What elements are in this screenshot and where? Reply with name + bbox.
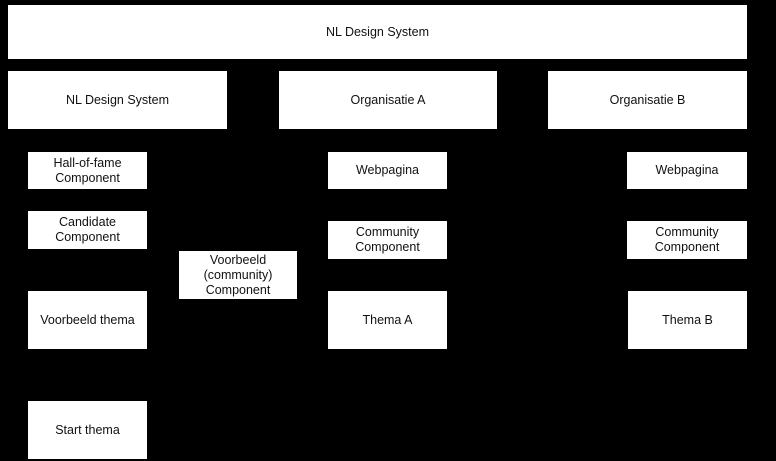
node-organisatie-a: Organisatie A	[279, 71, 497, 129]
node-voorbeeld-thema: Voorbeeld thema	[28, 291, 147, 349]
node-nl-design-system-banner: NL Design System	[8, 5, 747, 59]
node-thema-b: Thema B	[628, 291, 747, 349]
node-candidate-component: Candidate Component	[28, 211, 147, 249]
node-organisatie-b: Organisatie B	[548, 71, 747, 129]
node-community-component-a: Community Component	[328, 221, 447, 259]
node-hall-of-fame-component: Hall-of-fame Component	[28, 152, 147, 189]
node-start-thema: Start thema	[28, 401, 147, 459]
node-webpagina-a: Webpagina	[328, 152, 447, 189]
node-nl-design-system: NL Design System	[8, 71, 227, 129]
node-community-component-b: Community Component	[627, 221, 747, 259]
node-webpagina-b: Webpagina	[627, 152, 747, 189]
node-voorbeeld-community-component: Voorbeeld (community) Component	[179, 251, 297, 299]
node-thema-a: Thema A	[328, 291, 447, 349]
